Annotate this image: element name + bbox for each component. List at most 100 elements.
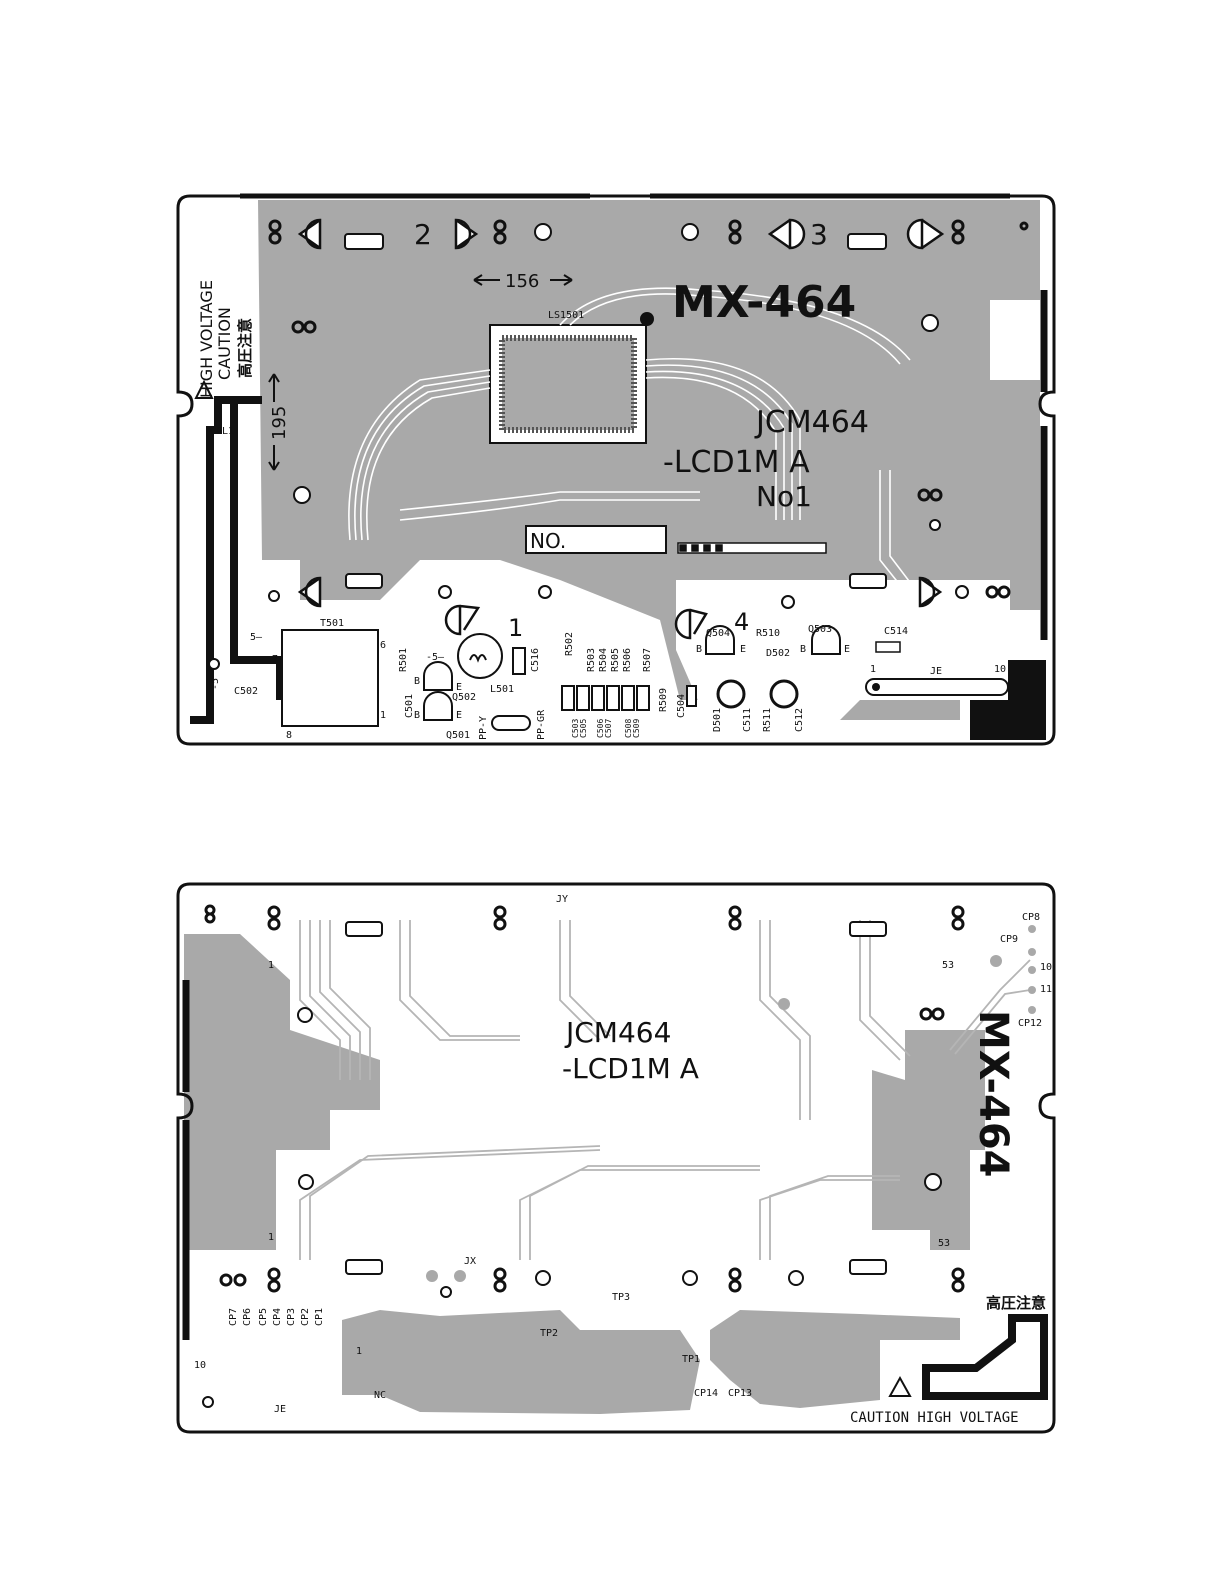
svg-text:R510: R510 (756, 628, 780, 639)
svg-text:C501: C501 (404, 694, 415, 718)
svg-text:PP-Y: PP-Y (478, 716, 489, 740)
svg-text:6: 6 (380, 640, 386, 651)
svg-text:C509: C509 (632, 719, 641, 738)
svg-text:10: 10 (994, 664, 1006, 675)
svg-text:Q503: Q503 (808, 624, 832, 635)
resistor-bank (561, 685, 650, 711)
top-lamp-holders (297, 218, 945, 640)
dim-156-label: 156 (505, 271, 539, 292)
bottom-warning-jp: 高圧注意 (986, 1294, 1046, 1312)
svg-text:CP3: CP3 (286, 1308, 297, 1326)
svg-text:R511: R511 (762, 708, 773, 732)
warning-triangle-icon (888, 1375, 912, 1397)
svg-text:E: E (456, 682, 462, 693)
warning-line3: 高圧注意 (236, 318, 254, 378)
svg-text:C508: C508 (624, 719, 633, 738)
svg-text:TP1: TP1 (682, 1354, 700, 1365)
svg-text:Q504: Q504 (706, 628, 730, 639)
bottom-copper-right (872, 1030, 985, 1250)
warning-line1: HIGH VOLTAGE (197, 280, 216, 398)
top-double-pads (268, 219, 1029, 599)
top-pads (208, 223, 969, 670)
svg-text:TP3: TP3 (612, 1292, 630, 1303)
top-caps (686, 679, 799, 709)
svg-text:PP-GR: PP-GR (536, 709, 547, 740)
top-board-outline (176, 194, 1056, 746)
bottom-warning-en: CAUTION HIGH VOLTAGE (850, 1410, 1019, 1426)
svg-text:R503: R503 (586, 648, 597, 672)
svg-text:CP9: CP9 (1000, 934, 1018, 945)
svg-text:1: 1 (380, 710, 386, 721)
hv-trace (190, 396, 284, 724)
svg-text:C503: C503 (571, 719, 580, 738)
svg-text:1: 1 (870, 664, 876, 675)
svg-text:D502: D502 (766, 648, 790, 659)
ic-ls1501 (489, 312, 654, 444)
svg-text:L501: L501 (490, 684, 514, 695)
svg-text:10: 10 (1040, 962, 1052, 973)
svg-text:E: E (456, 710, 462, 721)
svg-text:R502: R502 (564, 632, 575, 656)
svg-text:C514: C514 (884, 626, 908, 637)
svg-text:R506: R506 (622, 648, 633, 672)
svg-text:CP1: CP1 (314, 1308, 325, 1326)
bottom-pads (202, 1007, 942, 1408)
svg-text:C502: C502 (234, 686, 258, 697)
bottom-board: JCM464 -LCD1M A MX-464 高圧注意 CAUTION HIGH… (176, 882, 1056, 1434)
test-point-dots (426, 925, 1036, 1282)
svg-text:-5: -5 (210, 678, 221, 690)
svg-text:R504: R504 (598, 648, 609, 672)
svg-text:C516: C516 (530, 648, 541, 672)
hv-block-right (970, 660, 1046, 740)
svg-text:10: 10 (194, 1360, 206, 1371)
lamp-number-4: 4 (734, 608, 749, 636)
board-name-line2: -LCD1M A (663, 445, 810, 480)
bottom-copper-left (184, 934, 380, 1250)
bottom-traces (299, 920, 1031, 1260)
board-title: MX-464 (672, 277, 856, 328)
bottom-board-name-line1: JCM464 (564, 1016, 671, 1049)
bottom-lamp-slots (345, 921, 887, 1275)
bottom-copper-bottom-right (710, 1310, 960, 1408)
board-name-line3: No1 (756, 480, 812, 513)
svg-text:B: B (696, 644, 702, 655)
hv-warning-trace (922, 1314, 1048, 1400)
lamp-number-1: 1 (508, 614, 523, 642)
svg-text:JY: JY (556, 894, 568, 905)
je-connector (865, 678, 1009, 696)
svg-text:1: 1 (356, 1346, 362, 1357)
svg-text:NC: NC (374, 1390, 386, 1401)
top-traces (348, 287, 969, 641)
svg-text:CP13: CP13 (728, 1388, 752, 1399)
ic-label: LS1501 (548, 310, 584, 321)
bottom-double-pads (204, 904, 965, 1293)
svg-text:53: 53 (942, 960, 954, 971)
top-board: MX-464 JCM464 -LCD1M A No1 NO. 156 195 H… (176, 193, 1056, 746)
svg-text:C504: C504 (676, 694, 687, 718)
svg-text:R509: R509 (658, 688, 669, 712)
bottom-board-name-line2: -LCD1M A (562, 1052, 699, 1085)
svg-text:CP12: CP12 (1018, 1018, 1042, 1029)
bottom-board-outline (176, 882, 1056, 1434)
svg-text:R507: R507 (642, 648, 653, 672)
svg-text:C507: C507 (604, 719, 613, 738)
svg-text:Q502: Q502 (452, 692, 476, 703)
pp-jumper (491, 715, 531, 731)
svg-text:8: 8 (286, 730, 292, 741)
svg-text:E: E (844, 644, 850, 655)
svg-text:-5—: -5— (426, 652, 445, 663)
warning-line2: CAUTION (215, 307, 234, 380)
svg-text:C506: C506 (596, 719, 605, 738)
top-transistors (423, 625, 841, 721)
warning-triangle-icon (194, 379, 214, 399)
lamp-number-3: 3 (810, 218, 828, 251)
svg-text:7: 7 (272, 654, 278, 665)
bottom-component-labels: JY JX JE NC TP1 TP2 TP3 CP1 CP2 CP3 CP4 … (194, 894, 1052, 1415)
bottom-board-title-rotated: MX-464 (970, 1010, 1016, 1177)
svg-text:B: B (414, 710, 420, 721)
serial-box-label: NO. (530, 529, 566, 553)
connector-row (677, 542, 827, 554)
board-name-line1: JCM464 (754, 405, 869, 440)
top-lamp-slots (344, 233, 887, 589)
